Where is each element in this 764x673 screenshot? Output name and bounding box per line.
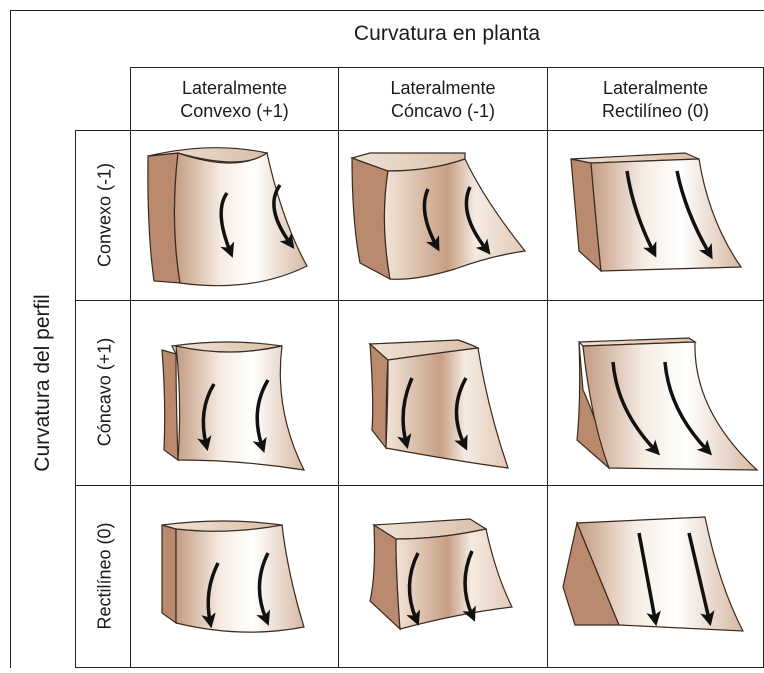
grid-line-h4 — [75, 485, 764, 486]
column-header-straight: Lateralmente Rectilíneo (0) — [548, 70, 763, 130]
grid-line-v4 — [547, 67, 548, 668]
column-header-line1: Lateralmente — [602, 78, 709, 98]
column-header-concave: Lateralmente Cóncavo (-1) — [339, 70, 547, 130]
plan-curvature-title: Curvatura en planta — [353, 22, 541, 45]
grid-line-v1 — [75, 130, 76, 668]
profile-curvature-title: Curvatura del perfil — [31, 294, 54, 472]
slope-convex-convex — [132, 131, 342, 301]
grid-line-v2 — [130, 67, 131, 668]
slope-straight-convex — [549, 131, 759, 301]
grid-line-h5 — [75, 667, 764, 668]
grid-line-h3 — [75, 300, 764, 301]
row-header-straight: Rectilíneo (0) — [94, 522, 115, 630]
slope-convex-straight — [132, 495, 342, 665]
slope-concave-straight — [340, 495, 550, 665]
slope-concave-concave — [340, 310, 550, 480]
row-header-concave: Cóncavo (+1) — [94, 337, 115, 447]
column-header-line1: Lateralmente — [390, 78, 496, 98]
outer-border-top — [10, 10, 764, 11]
row-header-convex: Convexo (-1) — [94, 162, 115, 268]
slope-straight-straight — [549, 495, 759, 665]
grid-line-h2 — [75, 130, 764, 131]
column-header-line2: Rectilíneo (0) — [601, 101, 710, 121]
slope-straight-concave — [549, 310, 759, 480]
column-header-line1: Lateralmente — [181, 78, 288, 98]
column-header-line2: Cóncavo (-1) — [390, 101, 496, 121]
column-header-convex: Lateralmente Convexo (+1) — [131, 70, 338, 130]
slope-convex-concave — [132, 310, 342, 480]
grid-line-h1 — [130, 67, 764, 68]
grid-line-v3 — [338, 67, 339, 668]
slope-concave-convex — [340, 131, 550, 301]
outer-border-left — [10, 10, 11, 668]
column-header-line2: Convexo (+1) — [180, 101, 289, 121]
